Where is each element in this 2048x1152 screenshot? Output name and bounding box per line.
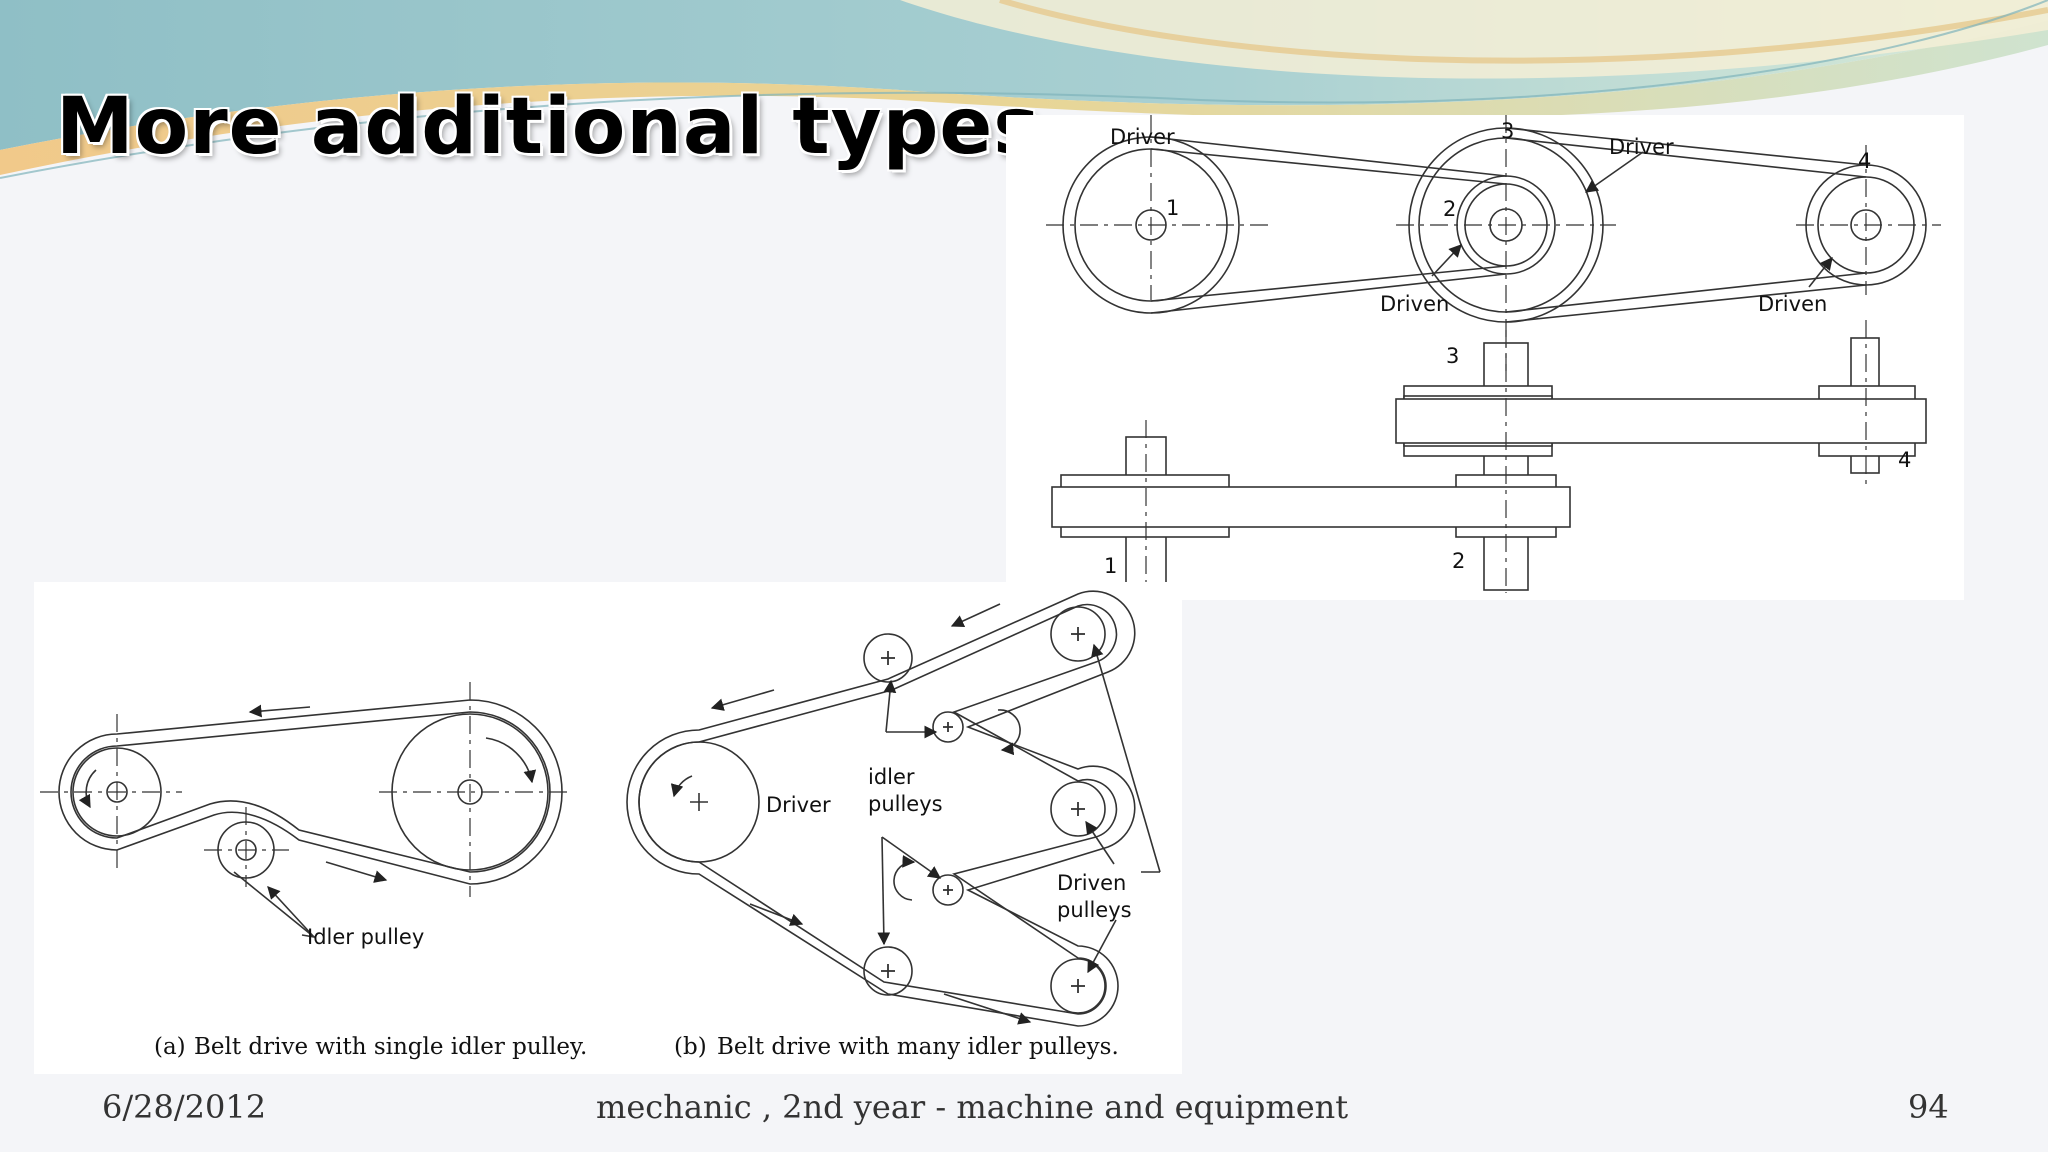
caption-b-text: Belt drive with many idler pulleys. [717, 1034, 1119, 1060]
idler-pulley-4 [863, 946, 913, 996]
idler-pulleys-label-line1: idler [868, 765, 915, 789]
compound-drive-diagram: Driver 1 2 3 Driver 4 Driven Driven [1006, 115, 1964, 600]
label-driver-1: Driver [1110, 125, 1175, 149]
footer-date: 6/28/2012 [102, 1088, 267, 1126]
upper-belt-3-4 [1395, 385, 1927, 457]
multi-idler-drive [626, 590, 1161, 1027]
arrow-b-2 [950, 603, 1001, 628]
side-num-1: 1 [1104, 554, 1117, 578]
slide-title: More additional types [56, 82, 1041, 172]
arrow-b-3 [749, 903, 804, 926]
belt-inner [70, 711, 551, 873]
rotation-arrow-small [78, 769, 97, 809]
driven-pulley-1 [1050, 606, 1106, 662]
driven-leaders [1085, 643, 1161, 974]
belt-direction-arrow-bottom [325, 861, 388, 883]
caption-a-text: Belt drive with single idler pulley. [194, 1034, 587, 1060]
label-num-4: 4 [1858, 149, 1871, 173]
centerlines-a [40, 682, 569, 897]
belt-1-2 [1150, 136, 1507, 314]
top-view [1046, 115, 1941, 375]
idler-leader [233, 871, 317, 939]
belt-outer-b [626, 590, 1136, 1027]
leader-arrows-top [1431, 151, 1833, 288]
side-num-4: 4 [1898, 448, 1911, 472]
side-num-2: 2 [1452, 549, 1465, 573]
label-driver-3: Driver [1609, 135, 1674, 159]
label-num-2: 2 [1443, 197, 1456, 221]
idler-drive-diagrams: Idler pulley (a) Belt drive with single … [34, 582, 1182, 1074]
arrow-b-4 [943, 993, 1032, 1025]
idler-leaders [877, 679, 942, 946]
side-num-3: 3 [1446, 344, 1459, 368]
label-num-3: 3 [1501, 119, 1514, 143]
belt-inner-b [638, 603, 1118, 1015]
label-driven-2: Driven [1380, 292, 1449, 316]
caption-a-tag: (a) [154, 1034, 186, 1060]
idler-pulley-3 [932, 874, 964, 906]
page-number: 94 [1908, 1088, 1949, 1126]
caption-b-tag: (b) [674, 1034, 707, 1060]
belt-3-4 [1505, 127, 1867, 323]
belt-direction-arrow-top [248, 704, 311, 718]
label-driven-4: Driven [1758, 292, 1827, 316]
lower-belt-1-2 [1051, 474, 1571, 538]
footer-center-text: mechanic , 2nd year - machine and equipm… [596, 1088, 1349, 1126]
driven-pulley-3 [1050, 958, 1106, 1014]
single-idler-drive [40, 682, 569, 939]
driven-pulley-2 [1050, 781, 1106, 837]
idler-pulleys-label-line2: pulleys [868, 792, 943, 816]
driver-label: Driver [766, 793, 831, 817]
driven-pulleys-label-line1: Driven [1057, 871, 1126, 895]
belt-outer [58, 699, 563, 885]
label-num-1: 1 [1166, 196, 1179, 220]
centerlines-side [1145, 320, 1867, 593]
rotation-arrow-large [485, 737, 537, 784]
side-view [1051, 320, 1927, 593]
idler-pulley-label: Idler pulley [307, 925, 424, 949]
arrow-b-1 [710, 689, 775, 711]
driven-pulleys-label-line2: pulleys [1057, 898, 1132, 922]
